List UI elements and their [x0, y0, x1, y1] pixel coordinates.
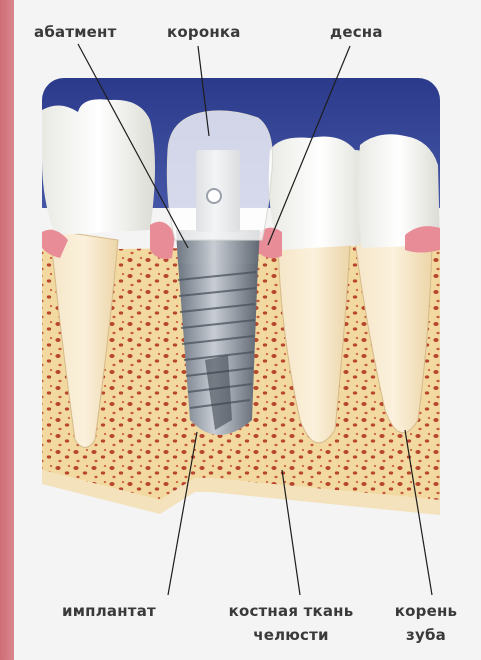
label-gum: десна: [330, 23, 383, 41]
label-abutment: абатмент: [34, 23, 117, 41]
label-implant: имплантат: [62, 602, 156, 620]
right-tooth-crown: [269, 137, 372, 251]
label-root-line1: корень: [386, 602, 466, 620]
crown-part: [167, 111, 272, 240]
illustration-panel: [42, 78, 440, 543]
label-root-line2: зуба: [386, 626, 466, 644]
implant-screw-icon: [178, 262, 258, 435]
label-crown: коронка: [167, 23, 241, 41]
label-bone-line2: челюсти: [216, 626, 366, 644]
left-tooth-crown: [42, 99, 155, 235]
label-bone: костная ткань челюсти: [216, 602, 366, 644]
label-root: корень зуба: [386, 602, 466, 644]
label-bone-line1: костная ткань: [216, 602, 366, 620]
